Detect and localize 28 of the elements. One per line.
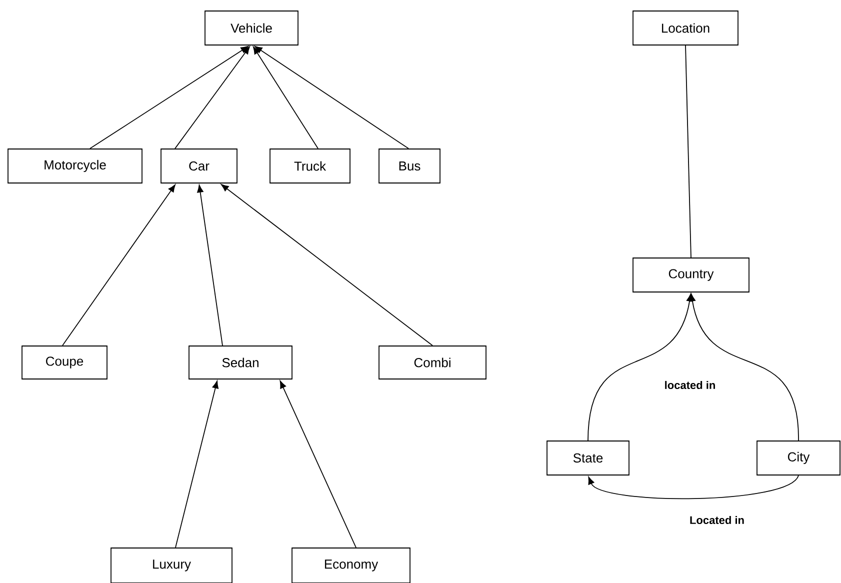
class-box: Combi [378, 346, 486, 380]
class-box: Coupe [22, 346, 108, 380]
class-box: City [756, 440, 840, 476]
arrow [197, 184, 223, 346]
class-box: Economy [292, 548, 410, 583]
arrow [253, 46, 318, 149]
class-box: Motorcycle [8, 148, 142, 184]
class-box: Country [632, 258, 750, 292]
class-box: Location [632, 10, 738, 46]
class-box: State [546, 440, 630, 476]
arrow [588, 475, 799, 500]
arrow [174, 46, 250, 149]
arrow [62, 184, 176, 346]
arrow [280, 380, 356, 548]
edge-label: located in [663, 380, 717, 390]
class-box: Bus [378, 148, 440, 184]
arrow [220, 184, 433, 346]
arrow [588, 294, 693, 441]
arrow [254, 46, 409, 149]
class-box: Vehicle [204, 10, 298, 46]
class-box: Luxury [110, 548, 232, 583]
class-box: Truck [270, 148, 350, 184]
arrow [175, 380, 218, 548]
arrow [689, 294, 799, 441]
class-box: Sedan [188, 346, 292, 380]
arrow [90, 46, 248, 149]
edge-label: Located in [688, 514, 746, 526]
class-box: Car [160, 148, 238, 184]
